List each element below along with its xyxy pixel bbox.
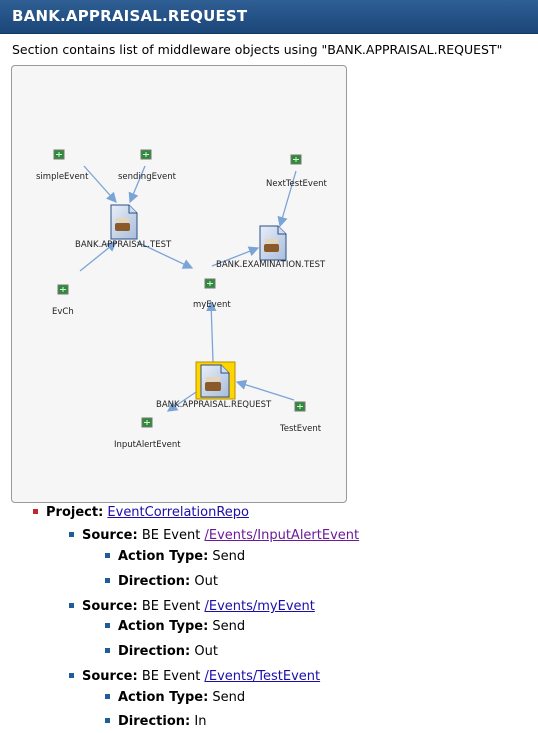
- node-label: NextTestEvent: [266, 179, 328, 189]
- blue-square-bullet-icon: [105, 648, 110, 653]
- source-type: BE Event: [141, 599, 201, 614]
- edge-appraisal-test-to-myevent: [136, 241, 194, 269]
- blue-square-bullet-icon: [69, 603, 74, 608]
- action-type-value: Send: [212, 549, 246, 564]
- source-label: Source:: [82, 528, 138, 543]
- tree-action-row: Action Type: Send: [105, 549, 245, 564]
- page-title-bar: BANK.APPRAISAL.REQUEST: [0, 0, 538, 34]
- node-simpleevent[interactable]: simpleEvent: [36, 149, 89, 182]
- edge-nexttestevent-to-examination-test: [277, 170, 297, 228]
- tree-project-row: Project: EventCorrelationRepo: [33, 505, 249, 520]
- tree-direction-row: Direction: Out: [105, 574, 218, 589]
- action-type-label: Action Type:: [118, 549, 209, 564]
- rule-document-icon: [110, 204, 138, 240]
- node-label: BANK.EXAMINATION.TEST: [216, 260, 326, 270]
- edge-evch-to-appraisal-test: [79, 241, 118, 272]
- tree-source-row: Source: BE Event /Events/InputAlertEvent: [69, 528, 359, 543]
- direction-value: Out: [194, 574, 218, 589]
- source-link[interactable]: /Events/InputAlertEvent: [204, 528, 360, 543]
- node-bank-appraisal-request[interactable]: BANK.APPRAISAL.REQUEST: [156, 361, 272, 410]
- blue-square-bullet-icon: [105, 694, 110, 699]
- node-inputalertevent[interactable]: InputAlertEvent: [114, 417, 181, 450]
- node-sendingevent[interactable]: sendingEvent: [118, 149, 177, 182]
- direction-label: Direction:: [118, 714, 191, 729]
- rule-document-icon: [259, 225, 287, 261]
- node-label: EvCh: [52, 307, 74, 317]
- rule-document-icon: [200, 364, 230, 398]
- project-link[interactable]: EventCorrelationRepo: [107, 505, 249, 520]
- tree-source-row: Source: BE Event /Events/myEvent: [69, 599, 315, 614]
- red-square-bullet-icon: [33, 509, 38, 514]
- blue-square-bullet-icon: [69, 532, 74, 537]
- source-type: BE Event: [141, 528, 201, 543]
- source-label: Source:: [82, 669, 138, 684]
- blue-square-bullet-icon: [105, 553, 110, 558]
- page-title: BANK.APPRAISAL.REQUEST: [12, 7, 248, 25]
- edge-sendingevent-to-appraisal-test: [128, 165, 146, 204]
- node-evch[interactable]: EvCh: [52, 284, 74, 317]
- direction-label: Direction:: [118, 574, 191, 589]
- node-label: BANK.APPRAISAL.TEST: [75, 240, 172, 250]
- blue-square-bullet-icon: [105, 578, 110, 583]
- action-type-value: Send: [212, 619, 246, 634]
- node-label: simpleEvent: [36, 172, 89, 182]
- tree-source-row: Source: BE Event /Events/TestEvent: [69, 669, 320, 684]
- node-nexttestevent[interactable]: NextTestEvent: [266, 154, 328, 189]
- direction-value: Out: [194, 644, 218, 659]
- edge-simpleevent-to-appraisal-test: [83, 165, 117, 203]
- node-label: BANK.APPRAISAL.REQUEST: [156, 400, 272, 410]
- direction-label: Direction:: [118, 644, 191, 659]
- node-testevent[interactable]: TestEvent: [279, 401, 322, 434]
- node-myevent[interactable]: myEvent: [193, 278, 231, 310]
- node-label: sendingEvent: [118, 172, 177, 182]
- dependency-diagram[interactable]: simpleEvent sendingEvent NextTestEvent E…: [11, 65, 347, 503]
- action-type-value: Send: [212, 690, 246, 705]
- source-link[interactable]: /Events/TestEvent: [204, 669, 321, 684]
- node-label: myEvent: [193, 300, 231, 310]
- project-label: Project:: [46, 505, 104, 520]
- edge-myevent-to-examination-test: [211, 246, 260, 267]
- blue-square-bullet-icon: [69, 673, 74, 678]
- node-label: InputAlertEvent: [114, 440, 181, 450]
- diagram-edges: [79, 165, 297, 412]
- tree-action-row: Action Type: Send: [105, 690, 245, 705]
- diagram-canvas: simpleEvent sendingEvent NextTestEvent E…: [36, 149, 328, 450]
- tree-direction-row: Direction: Out: [105, 644, 218, 659]
- node-bank-appraisal-test[interactable]: BANK.APPRAISAL.TEST: [75, 204, 172, 250]
- blue-square-bullet-icon: [105, 718, 110, 723]
- node-label: TestEvent: [279, 424, 322, 434]
- direction-value: In: [194, 714, 207, 729]
- section-description: Section contains list of middleware obje…: [12, 42, 503, 57]
- tree-direction-row: Direction: In: [105, 714, 206, 729]
- action-type-label: Action Type:: [118, 619, 209, 634]
- blue-square-bullet-icon: [105, 623, 110, 628]
- action-type-label: Action Type:: [118, 690, 209, 705]
- source-label: Source:: [82, 599, 138, 614]
- source-link[interactable]: /Events/myEvent: [204, 599, 315, 614]
- edge-testevent-to-request: [235, 379, 295, 401]
- edge-request-to-myevent: [206, 300, 217, 363]
- node-bank-examination-test[interactable]: BANK.EXAMINATION.TEST: [216, 225, 326, 270]
- tree-action-row: Action Type: Send: [105, 619, 245, 634]
- source-type: BE Event: [141, 669, 201, 684]
